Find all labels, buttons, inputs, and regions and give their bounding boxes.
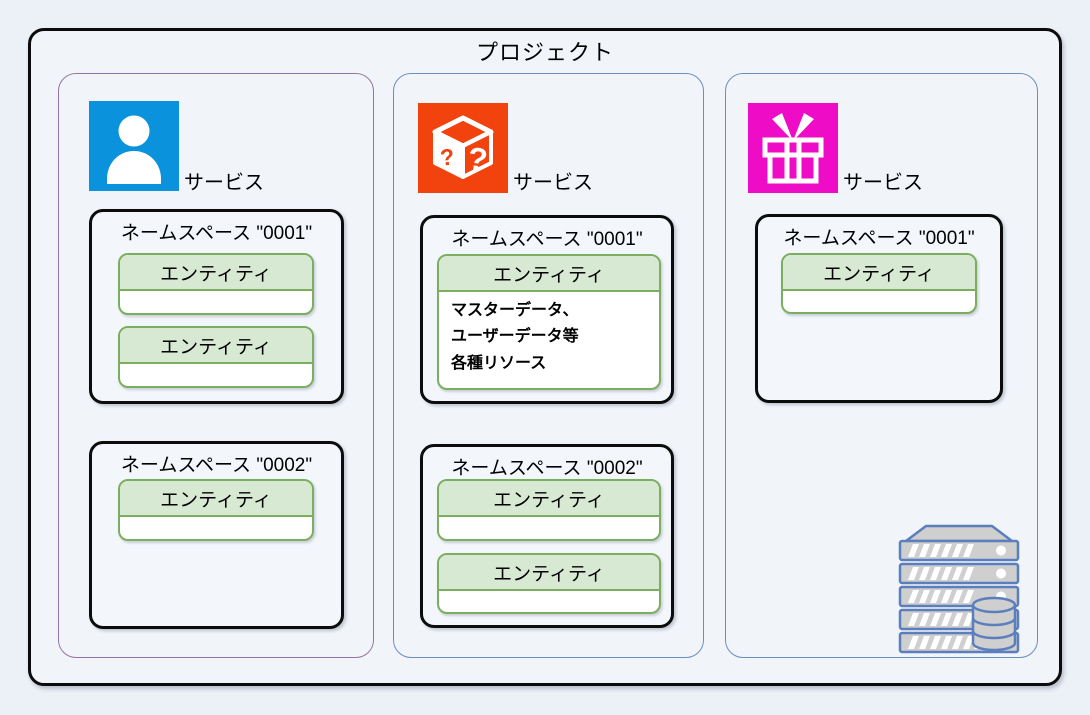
entity-body: マスターデータ、 ユーザーデータ等 各種リソース bbox=[451, 302, 579, 372]
entity-body bbox=[783, 291, 975, 297]
namespace-box: ネームスペース "0001" エンティティ マスターデータ、 ユーザーデータ等 … bbox=[420, 215, 674, 404]
namespace-title: ネームスペース "0002" bbox=[120, 455, 313, 476]
entity-box: エンティティ bbox=[437, 553, 661, 614]
entity-body bbox=[439, 591, 659, 597]
service-label: サービス bbox=[184, 172, 264, 194]
service-label: サービス bbox=[513, 172, 593, 194]
entity-header: エンティティ bbox=[439, 481, 659, 517]
entity-box: エンティティ bbox=[118, 479, 314, 541]
svg-text:?: ? bbox=[439, 143, 456, 170]
entity-header: エンティティ bbox=[439, 256, 659, 292]
server-database-icon bbox=[898, 524, 1020, 654]
entity-body bbox=[439, 517, 659, 523]
project-title: プロジェクト bbox=[475, 40, 614, 65]
entity-body bbox=[120, 291, 312, 297]
namespace-title: ネームスペース "0001" bbox=[783, 228, 975, 249]
entity-box: エンティティ bbox=[118, 253, 314, 315]
entity-body bbox=[120, 517, 312, 523]
service-column-2: ? ? サービス ネームスペース "0001" エンティティ マスターデータ、 … bbox=[393, 73, 704, 658]
namespace-title: ネームスペース "0002" bbox=[451, 458, 643, 479]
entity-header: エンティティ bbox=[439, 555, 659, 591]
entity-header: エンティティ bbox=[120, 328, 312, 364]
namespace-title: ネームスペース "0001" bbox=[451, 229, 643, 250]
entity-box: エンティティ bbox=[118, 326, 314, 388]
person-icon bbox=[89, 101, 179, 191]
namespace-box: ネームスペース "0001" エンティティ エンティティ bbox=[89, 209, 344, 404]
gift-icon bbox=[748, 103, 838, 193]
entity-box: エンティティ マスターデータ、 ユーザーデータ等 各種リソース bbox=[437, 254, 661, 390]
namespace-box: ネームスペース "0002" エンティティ エンティティ bbox=[420, 444, 674, 628]
entity-header: エンティティ bbox=[120, 255, 312, 291]
entity-body bbox=[120, 364, 312, 370]
entity-header: エンティティ bbox=[783, 255, 975, 291]
service-column-1: サービス ネームスペース "0001" エンティティ エンティティ ネームスペー… bbox=[58, 73, 374, 658]
namespace-title: ネームスペース "0001" bbox=[120, 223, 313, 244]
entity-box: エンティティ bbox=[781, 253, 977, 314]
mystery-box-icon: ? ? bbox=[418, 103, 508, 193]
service-column-3: サービス ネームスペース "0001" エンティティ bbox=[725, 73, 1038, 658]
namespace-box: ネームスペース "0001" エンティティ bbox=[755, 214, 1003, 403]
entity-box: エンティティ bbox=[437, 479, 661, 541]
service-label: サービス bbox=[843, 172, 923, 194]
entity-header: エンティティ bbox=[120, 481, 312, 517]
namespace-box: ネームスペース "0002" エンティティ bbox=[89, 441, 344, 629]
